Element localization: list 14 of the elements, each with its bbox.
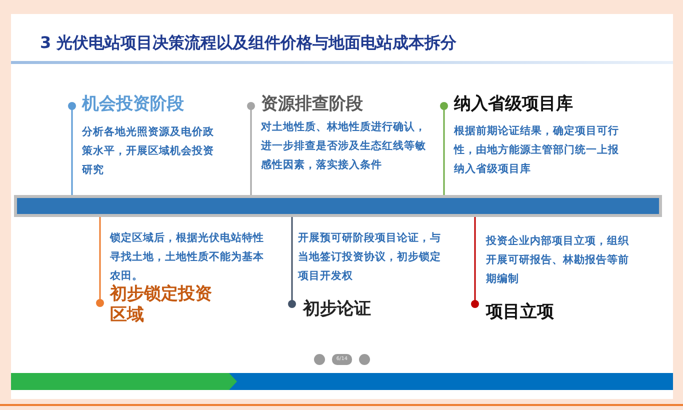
stage-description: 开展预可研阶段项目论证，与当地签订投资协议，初步锁定项目开发权: [298, 231, 442, 284]
stage-heading: 纳入省级项目库: [454, 94, 573, 115]
stage-heading: 项目立项: [486, 302, 554, 323]
stage-description: 根据前期论证结果，确定项目可行性，由地方能源主管部门统一上报纳入省级项目库: [454, 124, 619, 177]
timeline-bar: [17, 198, 659, 214]
stage-description: 投资企业内部项目立项，组织开展可研报告、林勘报告等前期编制: [486, 234, 630, 287]
stage-description: 分析各地光照资源及电价政策水平，开展区域机会投资研究: [82, 125, 215, 178]
stage-description: 对土地性质、林地性质进行确认，进一步排查是否涉及生态红线等敏感性因素，落实接入条件: [261, 120, 427, 173]
stage-heading: 初步论证: [303, 299, 371, 320]
slide-title: 3 光伏电站项目决策流程以及组件价格与地面电站成本拆分: [40, 33, 457, 54]
stage-heading: 资源排查阶段: [261, 94, 363, 115]
stage-description: 锁定区域后，根据光伏电站特性寻找土地，土地性质不能为基本农田。: [110, 230, 265, 284]
stage-heading: 机会投资阶段: [82, 94, 184, 115]
stage-heading: 初步锁定投资区域: [110, 284, 213, 326]
